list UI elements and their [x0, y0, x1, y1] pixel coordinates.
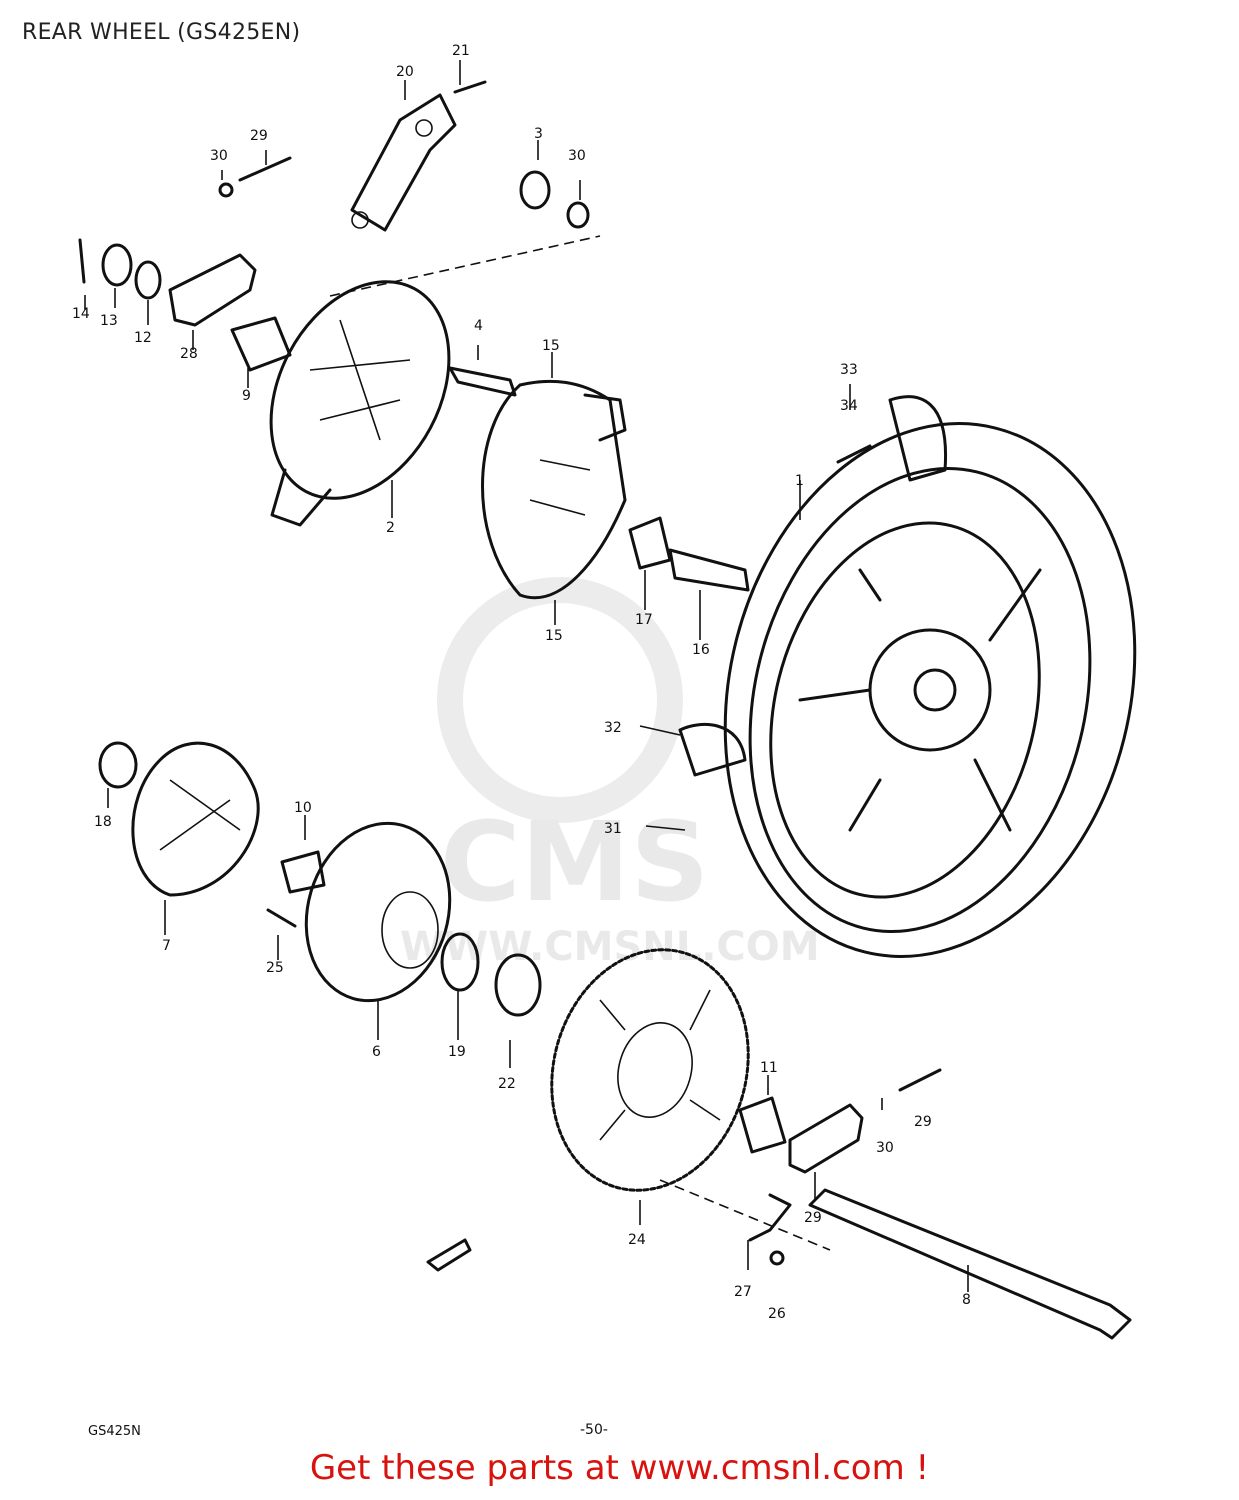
label-24: 24	[628, 1232, 646, 1248]
label-8: 8	[962, 1292, 971, 1308]
label-30-right: 30	[876, 1140, 894, 1156]
label-16: 16	[692, 642, 710, 658]
label-2: 2	[386, 520, 395, 536]
page-number: -50-	[580, 1422, 608, 1438]
label-33: 33	[840, 362, 858, 378]
label-6: 6	[372, 1044, 381, 1060]
bolt-29-top	[238, 156, 292, 182]
label-21: 21	[452, 43, 470, 59]
valve-33-34	[836, 444, 872, 464]
brake-panel-2	[269, 280, 451, 527]
label-19: 19	[448, 1044, 466, 1060]
bearing-19	[440, 932, 480, 992]
label-3: 3	[534, 126, 543, 142]
cotter-27	[748, 1193, 792, 1242]
spacer-10	[280, 850, 326, 894]
label-13: 13	[100, 313, 118, 329]
leader-lines	[84, 60, 969, 1292]
washer-12	[134, 260, 162, 300]
label-18: 18	[94, 814, 112, 830]
label-32: 32	[604, 720, 622, 736]
assembly-line-2	[659, 1179, 831, 1251]
clip-25	[266, 908, 297, 928]
nut-30-top	[218, 182, 234, 198]
label-30-top: 30	[210, 148, 228, 164]
cam-4	[448, 366, 517, 397]
adjuster-28	[168, 253, 257, 327]
label-20: 20	[396, 64, 414, 80]
label-10: 10	[294, 800, 312, 816]
label-22: 22	[498, 1076, 516, 1092]
spacer-9	[230, 316, 292, 372]
label-12: 12	[134, 330, 152, 346]
seal-22	[494, 953, 542, 1017]
label-15-top: 15	[542, 338, 560, 354]
bearing-18	[98, 741, 138, 789]
assembly-line-1	[329, 235, 601, 297]
label-4: 4	[474, 318, 483, 334]
nut-26	[769, 1250, 785, 1266]
label-25: 25	[266, 960, 284, 976]
label-34: 34	[840, 398, 858, 414]
rear-sprocket-24	[550, 948, 750, 1192]
label-15-bottom: 15	[545, 628, 563, 644]
label-28: 28	[180, 346, 198, 362]
washer-21-top	[566, 201, 590, 229]
label-29-right: 29	[914, 1114, 932, 1130]
brake-shoes-15	[481, 379, 627, 600]
watermark-url: WWW.CMSNL.COM	[400, 924, 820, 970]
spacer-11	[738, 1096, 787, 1154]
adjuster-28-right	[788, 1103, 864, 1174]
washer-3-top	[519, 170, 551, 210]
label-29-top: 29	[250, 128, 268, 144]
watermark: CMS WWW.CMSNL.COM	[400, 577, 820, 970]
label-17: 17	[635, 612, 653, 628]
page-title: REAR WHEEL (GS425EN)	[22, 20, 301, 45]
label-30-mid: 30	[568, 148, 586, 164]
label-7: 7	[162, 938, 171, 954]
sprocket-drum-6	[304, 821, 452, 1003]
direction-arrow	[426, 1238, 472, 1272]
rear-wheel-1	[678, 395, 1137, 958]
label-1: 1	[795, 473, 804, 489]
cta-link[interactable]: Get these parts at www.cmsnl.com !	[309, 1448, 930, 1488]
spacer-16	[668, 548, 750, 592]
spacer-17	[628, 516, 672, 570]
label-31: 31	[604, 821, 622, 837]
cush-drum-7	[131, 741, 260, 897]
label-9: 9	[242, 388, 251, 404]
axle-8	[808, 1188, 1132, 1340]
model-code: GS425N	[88, 1424, 141, 1439]
nut-13	[101, 243, 133, 287]
label-29-bottom: 29	[804, 1210, 822, 1226]
cotter-pin-14	[78, 238, 86, 284]
label-11: 11	[760, 1060, 778, 1076]
label-26: 26	[768, 1306, 786, 1322]
torque-link	[350, 80, 487, 232]
watermark-brand: CMS	[440, 798, 709, 926]
label-14: 14	[72, 306, 90, 322]
bolt-29-right	[898, 1068, 942, 1092]
label-27: 27	[734, 1284, 752, 1300]
